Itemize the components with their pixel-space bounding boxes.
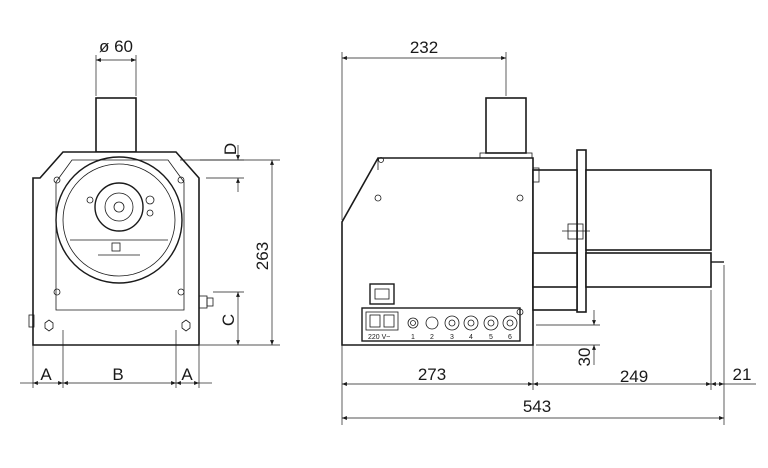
svg-text:5: 5: [489, 334, 493, 341]
connector-6: 6: [502, 315, 518, 341]
dim-263-label: 263: [253, 242, 272, 270]
svg-text:3: 3: [450, 334, 454, 341]
connector-4: 4: [463, 315, 479, 341]
connector-5: 5: [483, 315, 499, 341]
connector-3: 3: [444, 315, 460, 341]
dim-273-label: 273: [418, 365, 446, 384]
dim-c-label: C: [219, 314, 238, 326]
svg-text:1: 1: [411, 334, 415, 341]
svg-text:4: 4: [469, 334, 473, 341]
side-pipe: [485, 97, 527, 154]
side-housing: [341, 157, 534, 346]
svg-text:6: 6: [508, 334, 512, 341]
dim-d-label: D: [221, 143, 240, 155]
connector-1: 1: [407, 317, 419, 341]
dim-21-label: 21: [733, 365, 752, 384]
dim-b-label: B: [112, 365, 123, 384]
side-view: 220 V~ 1 2 3 4 5 6: [341, 38, 756, 425]
front-view: ø 60 D 263 C A B A: [20, 37, 280, 388]
dim-diameter-label: ø 60: [99, 37, 133, 56]
voltage-label: 220 V~: [368, 334, 390, 341]
front-pipe: [95, 97, 137, 153]
burner-tube: [532, 252, 578, 288]
dim-543-label: 543: [523, 397, 551, 416]
front-housing: [32, 151, 200, 346]
connector-2: 2: [425, 316, 439, 341]
dim-232-label: 232: [410, 38, 438, 57]
power-inlet: [369, 283, 395, 305]
dim-249-label: 249: [620, 367, 648, 386]
svg-text:2: 2: [430, 334, 434, 341]
front-flange-circle: [55, 156, 183, 284]
dim-a-left-label: A: [40, 365, 52, 384]
control-panel: [361, 307, 521, 342]
dim-30-label: 30: [575, 348, 594, 367]
dim-a-right-label: A: [181, 365, 193, 384]
